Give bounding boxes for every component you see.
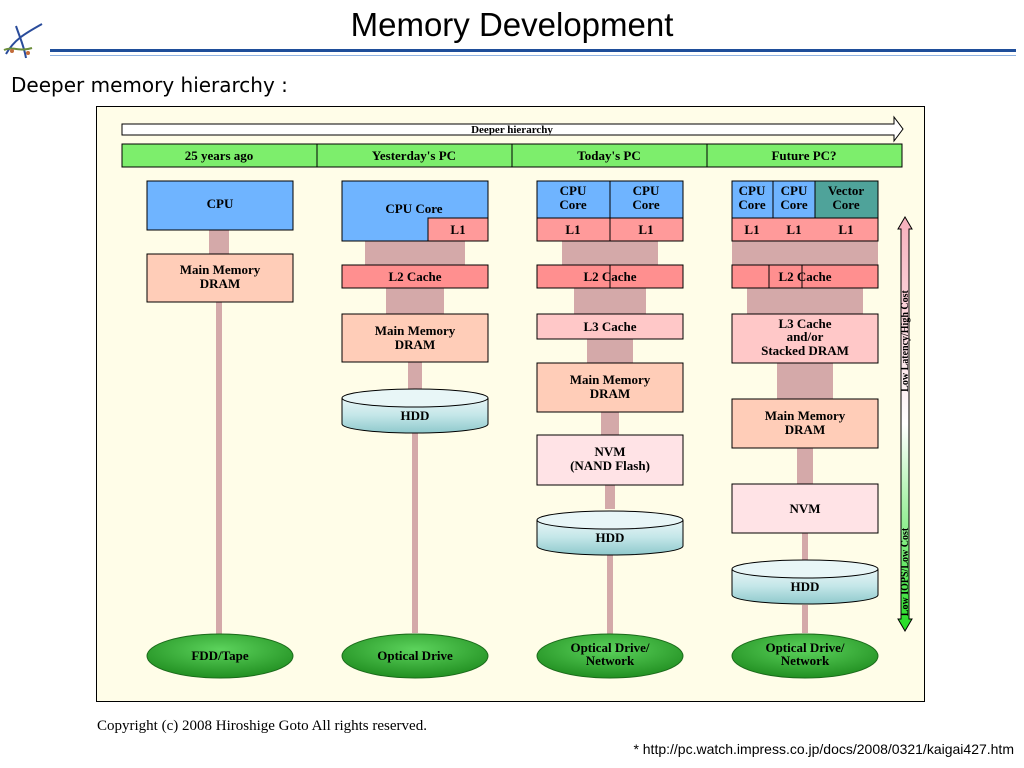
era-label-2: Yesterday's PC xyxy=(372,148,456,163)
hdd-label: HDD xyxy=(401,408,430,423)
hdd-label: HDD xyxy=(596,530,625,545)
page-title: Memory Development xyxy=(350,6,674,43)
cpu-label: CPU xyxy=(560,183,587,198)
main-memory-label: Main Memory xyxy=(180,262,261,277)
dram-label: DRAM xyxy=(200,276,240,291)
dram-label: DRAM xyxy=(785,422,825,437)
copyright-text: Copyright (c) 2008 Hiroshige Goto All ri… xyxy=(97,718,427,734)
main-memory-label: Main Memory xyxy=(375,323,456,338)
l3-cache-label: L3 Cache xyxy=(778,316,831,331)
main-memory-label: Main Memory xyxy=(765,408,846,423)
l3-cache-label: L3 Cache xyxy=(583,319,636,334)
memory-hierarchy-diagram: Deeper hierarchy 25 years ago Yesterday'… xyxy=(96,106,925,702)
l1-label: L1 xyxy=(638,222,653,237)
dram-label: DRAM xyxy=(395,337,435,352)
storage-optical-drive: Optical Drive/ xyxy=(570,640,649,655)
and-or-label: and/or xyxy=(787,329,824,344)
column-todays-pc: CPU Core CPU Core L1 L1 L2 Cache L3 Cach… xyxy=(536,180,684,679)
title-rule-thin xyxy=(50,55,1016,56)
cpu-label: CPU xyxy=(207,196,234,211)
era-label-1: 25 years ago xyxy=(185,148,254,163)
core-label: Core xyxy=(559,197,586,212)
core-label: Core xyxy=(780,197,807,212)
era-label-3: Today's PC xyxy=(577,148,640,163)
column-future-pc: CPU Core CPU Core Vector Core L1 L1 L1 L… xyxy=(731,180,879,679)
stacked-dram-label: Stacked DRAM xyxy=(761,343,849,358)
source-url: * http://pc.watch.impress.co.jp/docs/200… xyxy=(633,741,1014,757)
side-label-bottom: Low IOPS/Low Cost xyxy=(900,527,911,616)
l1-label: L1 xyxy=(450,222,465,237)
main-memory-label: Main Memory xyxy=(570,372,651,387)
storage-optical-drive: Optical Drive/ xyxy=(765,640,844,655)
core-label: Core xyxy=(738,197,765,212)
nvm-label: NVM xyxy=(594,444,625,459)
l2-cache-label: L2 Cache xyxy=(583,269,636,284)
cpu-label: CPU xyxy=(633,183,660,198)
latency-cost-arrow: Low Latency/High Cost Low IOPS/Low Cost xyxy=(897,216,913,632)
cpu-label: CPU xyxy=(739,183,766,198)
cpu-label: CPU xyxy=(781,183,808,198)
arrow-label: Deeper hierarchy xyxy=(471,124,553,136)
column-yesterdays-pc: CPU Core L1 L2 Cache Main Memory DRAM HD… xyxy=(341,180,489,679)
nvm-label: NVM xyxy=(789,501,820,516)
cpu-core-label: CPU Core xyxy=(385,201,442,216)
nand-flash-label: (NAND Flash) xyxy=(570,458,650,473)
dram-label: DRAM xyxy=(590,386,630,401)
storage-network: Network xyxy=(586,653,635,668)
l1-label: L1 xyxy=(565,222,580,237)
l1-label: L1 xyxy=(744,222,759,237)
l1-label: L1 xyxy=(786,222,801,237)
column-25-years-ago: CPU Main Memory DRAM FDD/Tape xyxy=(146,180,294,679)
storage-network: Network xyxy=(781,653,830,668)
core-label: Core xyxy=(632,197,659,212)
vector-label: Vector xyxy=(828,183,865,198)
title-rule xyxy=(50,49,1016,52)
logo-icon xyxy=(2,20,46,62)
vector-core-label: Core xyxy=(832,197,859,212)
side-label-top: Low Latency/High Cost xyxy=(900,289,911,391)
l2-cache-label: L2 Cache xyxy=(778,269,831,284)
era-label-4: Future PC? xyxy=(771,148,836,163)
storage-optical-drive: Optical Drive xyxy=(377,648,453,663)
l1-label: L1 xyxy=(838,222,853,237)
subtitle: Deeper memory hierarchy : xyxy=(11,73,288,97)
l2-cache-label: L2 Cache xyxy=(388,269,441,284)
hdd-label: HDD xyxy=(791,579,820,594)
deeper-hierarchy-arrow: Deeper hierarchy xyxy=(121,115,904,143)
era-row: 25 years ago Yesterday's PC Today's PC F… xyxy=(121,143,903,168)
storage-fdd-tape: FDD/Tape xyxy=(191,648,249,663)
